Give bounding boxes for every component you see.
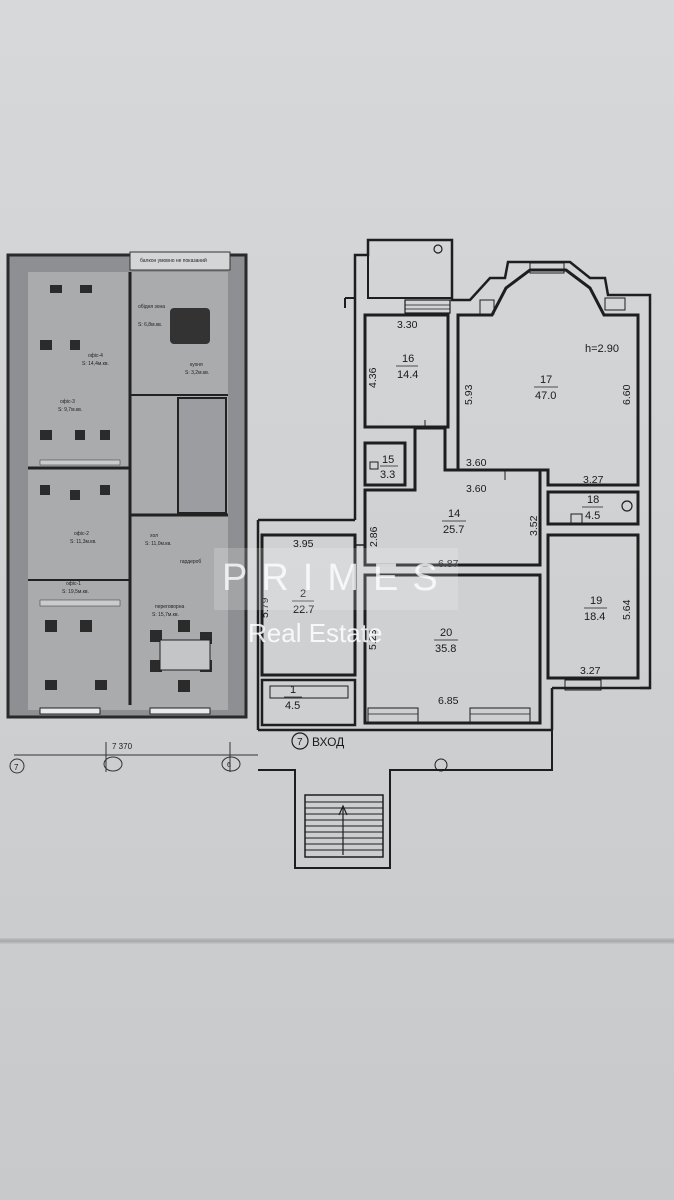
room-16-number: 16: [402, 353, 414, 365]
room-1-area: 4.5: [285, 700, 300, 712]
dim-330: 3.30: [397, 319, 418, 331]
right-axis-label: 6: [227, 762, 231, 769]
room-15-number: 15: [382, 454, 394, 466]
right-measured-plan: [256, 238, 652, 869]
room-16: 16 14.4: [396, 353, 418, 381]
watermark-brand: PRIMES: [222, 557, 452, 599]
label-office2-area: S: 11,3м.кв.: [70, 539, 97, 545]
entrance-marker: 7 ВХОД: [297, 735, 344, 749]
label-office4: офіс-4: [88, 353, 103, 359]
label-hall-area: S: 11,0м.кв.: [145, 541, 172, 547]
label-dining-area: S: 6,8м.кв.: [138, 322, 162, 328]
label-meeting-area: S: 15,7м.кв.: [152, 612, 179, 618]
balcony-note: балкон умовно не показаний: [140, 257, 207, 264]
dim-593: 5.93: [463, 384, 475, 405]
overall-dimension: 7 370: [112, 742, 133, 751]
room-labels: 16 14.4 17 47.0 h=2.90 15 3.3 14 25.7 18…: [284, 343, 619, 712]
room-2: 2 22.7: [292, 588, 314, 616]
label-kitchen: кухня: [190, 362, 203, 368]
room-17: 17 47.0: [534, 374, 558, 402]
room-2-number: 2: [300, 588, 306, 600]
room-1: 1 4.5: [284, 684, 302, 712]
ceiling-height: h=2.90: [585, 343, 619, 355]
dim-687: 6.87: [438, 558, 459, 570]
left-axis-label: 7: [14, 763, 19, 772]
room-18-area: 4.5: [585, 510, 600, 522]
watermark: PRIMES Real Estate: [214, 548, 458, 648]
room-14-area: 25.7: [443, 524, 464, 536]
dim-360-a: 3.60: [466, 457, 487, 469]
room-20: 20 35.8: [434, 627, 458, 655]
dim-660: 6.60: [621, 384, 633, 405]
paper-fold: [0, 938, 674, 944]
label-office4-area: S: 14,4м.кв.: [82, 361, 109, 367]
room-14: 14 25.7: [442, 508, 466, 536]
room-2-area: 22.7: [293, 604, 314, 616]
dim-352: 3.52: [528, 515, 540, 536]
room-16-area: 14.4: [397, 369, 418, 381]
watermark-subtitle: Real Estate: [248, 618, 382, 648]
room-15-area: 3.3: [380, 469, 395, 481]
room-19-area: 18.4: [584, 611, 605, 623]
label-office3: офіс-3: [60, 399, 75, 405]
room-19-number: 19: [590, 595, 602, 607]
dim-286: 2.86: [368, 526, 380, 547]
dimension-labels: 3.30 4.36 5.93 6.60 3.60 3.60 3.27 3.95 …: [259, 319, 633, 707]
room-18-number: 18: [587, 494, 599, 506]
dim-523: 5.23: [367, 629, 379, 650]
room-15: 15 3.3: [380, 454, 398, 481]
room-14-number: 14: [448, 508, 460, 520]
entrance-axis-number: 7: [297, 737, 303, 748]
dim-564: 5.64: [621, 599, 633, 620]
room-20-area: 35.8: [435, 643, 456, 655]
label-dining: обідня зона: [138, 304, 165, 310]
room-18: 18 4.5: [582, 494, 603, 522]
label-office2: офіс-2: [74, 531, 89, 537]
room-20-number: 20: [440, 627, 452, 639]
dim-327-b: 3.27: [580, 665, 601, 677]
dim-327-a: 3.27: [583, 474, 604, 486]
label-wardrobe: гардероб: [180, 559, 201, 565]
label-hall: хол: [150, 533, 158, 539]
label-kitchen-area: S: 3,2м.кв.: [185, 370, 209, 376]
dim-579: 5.79: [259, 597, 271, 618]
dim-685: 6.85: [438, 695, 459, 707]
room-17-number: 17: [540, 374, 552, 386]
label-meeting: переговорна: [155, 604, 184, 610]
left-furnished-plan: балкон умовно не показаний офіс-4 S: 1: [6, 251, 258, 774]
room-1-number: 1: [290, 684, 296, 696]
dim-395: 3.95: [293, 538, 314, 550]
dim-436: 4.36: [367, 367, 379, 388]
label-office1-area: S: 19,5м.кв.: [62, 589, 89, 595]
room-17-area: 47.0: [535, 390, 556, 402]
room-19: 19 18.4: [584, 595, 607, 623]
entrance-label: ВХОД: [312, 735, 344, 749]
label-office3-area: S: 9,7м.кв.: [58, 407, 82, 413]
dim-360-b: 3.60: [466, 483, 487, 495]
label-office1: офіс-1: [66, 581, 81, 587]
